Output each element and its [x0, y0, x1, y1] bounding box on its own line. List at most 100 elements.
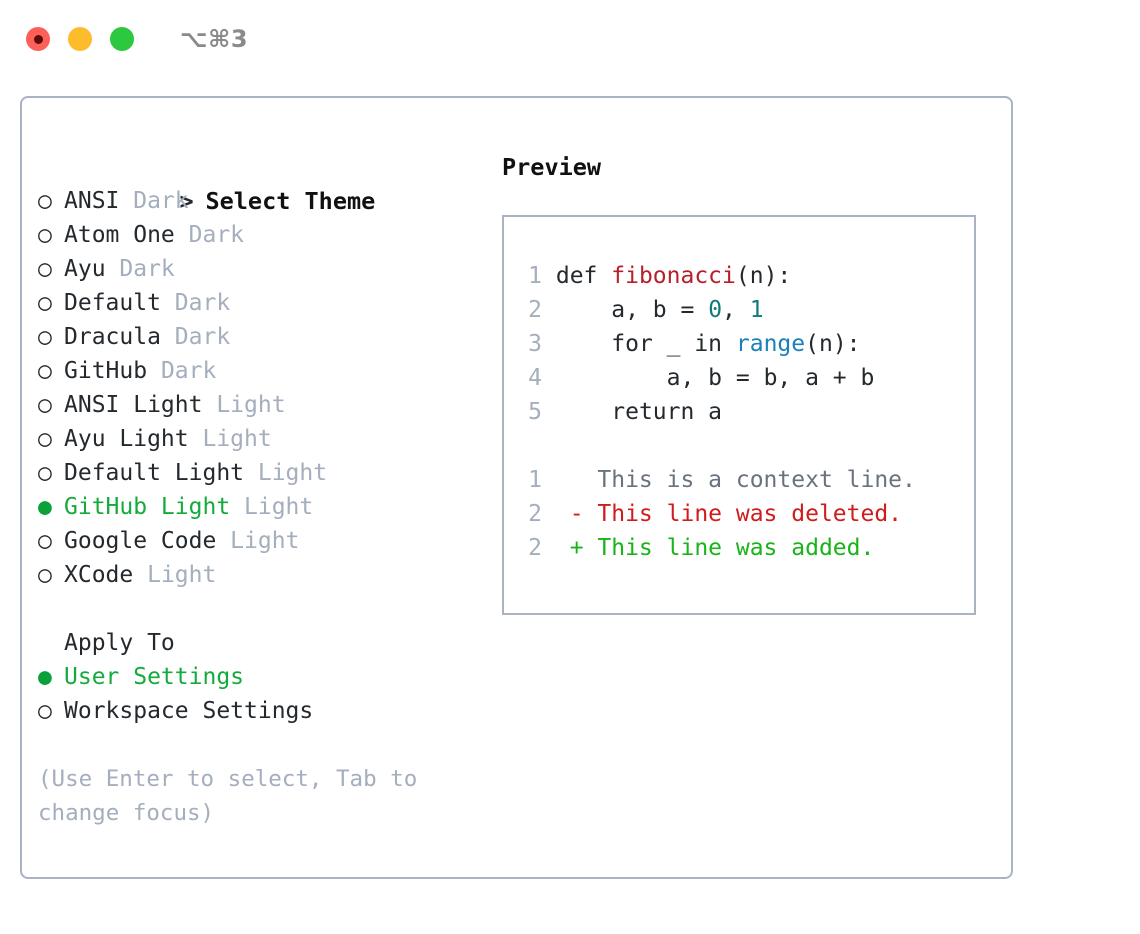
theme-name: GitHub — [64, 358, 148, 384]
code-line: 5 return a — [520, 395, 874, 429]
radio-unselected-icon: ○ — [38, 222, 52, 248]
maximize-window-button[interactable] — [110, 27, 134, 51]
apply-to-option-label: Workspace Settings — [64, 698, 314, 724]
theme-list-item[interactable]: ○ Dracula Dark — [38, 320, 488, 354]
window-controls — [26, 27, 134, 51]
preview-column: Preview 1 def fibonacci(n): 2 a, b = 0, 1… — [502, 150, 992, 615]
diff-line-number: 1 — [528, 467, 542, 493]
apply-to-option[interactable]: ○ Workspace Settings — [38, 694, 488, 728]
radio-unselected-icon: ○ — [38, 290, 52, 316]
theme-list-item[interactable]: ○ Default Dark — [38, 286, 488, 320]
diff-line-text: This is a context line. — [542, 467, 916, 493]
close-window-button[interactable] — [26, 27, 50, 51]
diff-line-number: 2 — [528, 501, 542, 527]
radio-selected-icon: ● — [38, 494, 52, 520]
theme-variant-badge: Dark — [147, 358, 217, 384]
theme-list-item[interactable]: ○ Ayu Light Light — [38, 422, 488, 456]
code-line: 4 a, b = b, a + b — [520, 361, 874, 395]
apply-to-label: Apply To — [64, 630, 175, 656]
code-token: 1 — [749, 297, 764, 323]
radio-unselected-icon: ○ — [38, 698, 52, 724]
minimize-window-button[interactable] — [68, 27, 92, 51]
theme-name: GitHub Light — [64, 494, 231, 520]
theme-variant-badge: Dark — [160, 324, 231, 350]
theme-list-item[interactable]: ○ Default Light Light — [38, 456, 488, 490]
radio-unselected-icon: ○ — [38, 426, 52, 452]
page-title: Select Theme — [205, 187, 376, 215]
theme-list-item[interactable]: ○Google Code Light — [38, 524, 488, 558]
theme-name: ANSI — [64, 188, 120, 214]
theme-variant-badge: Dark — [119, 188, 189, 214]
code-token: for _ in — [555, 331, 736, 357]
line-number: 5 — [528, 399, 542, 425]
theme-picker-column: >Select Theme ○ANSI Dark○Atom One Dark○A… — [38, 150, 488, 830]
theme-variant-badge: Dark — [105, 256, 175, 282]
theme-name: Dracula — [64, 324, 161, 350]
apply-to-option[interactable]: ● User Settings — [38, 660, 488, 694]
preview-box: 1 def fibonacci(n): 2 a, b = 0, 1 3 for _ … — [502, 215, 976, 615]
radio-unselected-icon: ○ — [38, 256, 52, 282]
theme-variant-badge: Light — [230, 494, 314, 520]
theme-variant-badge: Light — [244, 460, 328, 486]
keyboard-shortcut-label: ⌥⌘3 — [180, 25, 249, 53]
theme-name: XCode — [64, 562, 134, 588]
radio-unselected-icon: ○ — [38, 528, 52, 554]
code-token: , — [722, 297, 750, 323]
theme-list-item[interactable]: ○ANSI Light Light — [38, 388, 488, 422]
diff-line-text: + This line was added. — [542, 535, 875, 561]
theme-picker-title-row: > Select Theme — [38, 150, 488, 215]
theme-name: Ayu — [64, 256, 106, 282]
main-panel: >Select Theme ○ANSI Dark○Atom One Dark○A… — [20, 96, 1013, 879]
theme-list-item[interactable]: ○ Atom One Dark — [38, 218, 488, 252]
theme-variant-badge: Dark — [174, 222, 245, 248]
diff-line: 2 + This line was added. — [520, 531, 916, 565]
code-token: (n): — [735, 263, 792, 289]
radio-unselected-icon: ○ — [38, 324, 52, 350]
theme-name: Atom One — [64, 222, 175, 248]
code-token: a, b = — [555, 297, 709, 323]
theme-list-item[interactable]: ○ Ayu Dark — [38, 252, 488, 286]
close-icon — [33, 34, 43, 44]
line-number: 4 — [528, 365, 542, 391]
code-token: fibonacci — [611, 263, 736, 289]
diff-sample: 1 This is a context line.2 - This line w… — [520, 463, 916, 565]
line-number: 2 — [528, 297, 542, 323]
theme-list: ○ANSI Dark○Atom One Dark○Ayu Dark○Defaul… — [38, 184, 488, 592]
preview-title: Preview — [502, 153, 602, 181]
theme-list-item[interactable]: ● GitHub Light Light — [38, 490, 488, 524]
radio-unselected-icon: ○ — [38, 460, 52, 486]
theme-list-item[interactable]: ○ GitHub Dark — [38, 354, 488, 388]
theme-list-item[interactable]: ○ANSI Dark — [38, 184, 488, 218]
code-token: 0 — [708, 297, 723, 323]
code-line: 2 a, b = 0, 1 — [520, 293, 874, 327]
theme-variant-badge: Light — [188, 426, 272, 452]
theme-name: ANSI Light — [64, 392, 203, 418]
theme-variant-badge: Light — [133, 562, 217, 588]
list-spacer — [38, 592, 488, 626]
theme-variant-badge: Light — [202, 392, 286, 418]
code-token: def — [555, 263, 612, 289]
diff-line-text: - This line was deleted. — [542, 501, 903, 527]
apply-to-list: ● User Settings ○ Workspace Settings — [38, 660, 488, 728]
radio-selected-icon: ● — [38, 664, 52, 690]
keyboard-hint-text: (Use Enter to select, Tab to change focu… — [38, 766, 431, 826]
code-token: range — [735, 331, 806, 357]
radio-unselected-icon: ○ — [38, 562, 52, 588]
apply-to-option-label: User Settings — [64, 664, 245, 690]
theme-variant-badge: Dark — [160, 290, 231, 316]
window-titlebar: ⌥⌘3 — [0, 0, 1140, 78]
diff-line: 2 - This line was deleted. — [520, 497, 916, 531]
code-token: return a — [555, 399, 723, 425]
line-number: 3 — [528, 331, 542, 357]
diff-line: 1 This is a context line. — [520, 463, 916, 497]
theme-list-item[interactable]: ○ XCode Light — [38, 558, 488, 592]
line-number: 1 — [528, 263, 542, 289]
theme-name: Ayu Light — [64, 426, 189, 452]
theme-name: Default Light — [64, 460, 245, 486]
theme-name: Default — [64, 290, 161, 316]
radio-unselected-icon: ○ — [38, 358, 52, 384]
code-token: a, b = b, a + b — [555, 365, 875, 391]
theme-name: Google Code — [64, 528, 217, 554]
prompt-marker-icon: > — [179, 187, 194, 215]
